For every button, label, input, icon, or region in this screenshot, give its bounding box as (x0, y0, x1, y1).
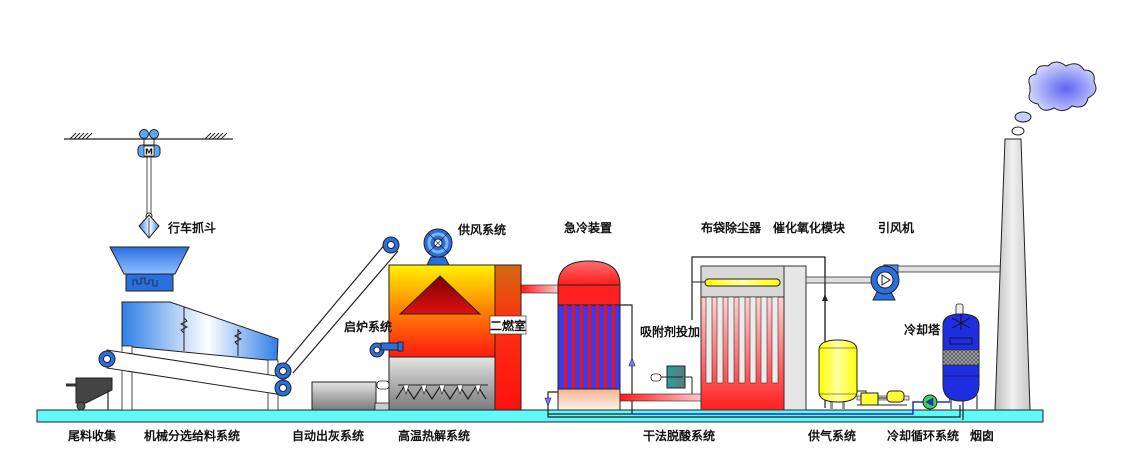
tailings-cart (66, 377, 113, 411)
pulse-header (704, 278, 781, 287)
chimney (994, 61, 1097, 411)
pyrolysis-furnace: 供风系统 二燃室 启炉系统 (344, 222, 527, 411)
label-startup-burner: 启炉系统 (344, 319, 392, 334)
system-label-cooling-loop: 冷却循环系统 (887, 428, 959, 443)
label-bag-filter: 布袋除尘器 (701, 220, 762, 235)
induced-draft-fan: 引风机 (870, 220, 1002, 301)
label-crane-grab: 行车抓斗 (167, 220, 216, 235)
label-adsorbent-dosing: 吸附剂投加 (640, 324, 700, 339)
floor-base (36, 409, 1044, 423)
compressor-icon (860, 392, 879, 406)
system-labels: 尾料收集 机械分选给料系统 自动出灰系统 高温热解系统 干法脱酸系统 供气系统 … (68, 428, 994, 443)
label-secondary-chamber: 二燃室 (490, 318, 526, 333)
system-label-gas-supply: 供气系统 (807, 428, 856, 443)
overhead-crane: M 行车抓斗 (64, 129, 233, 239)
material-pile (398, 275, 482, 315)
heat-exchange-tubes (564, 305, 615, 389)
feed-hopper (109, 246, 190, 292)
system-label-pyrolysis: 高温热解系统 (398, 428, 470, 443)
smoke-puff (1011, 126, 1025, 136)
vibrating-screen (121, 301, 279, 362)
air-receiver-tank (818, 339, 858, 403)
cooling-fill-media (942, 349, 980, 366)
gas-supply (818, 257, 910, 410)
crane-wheel-icon (139, 129, 149, 139)
system-label-tailings: 尾料收集 (68, 428, 117, 443)
system-label-dry-deacid: 干法脱酸系统 (643, 428, 715, 443)
label-quench: 急冷装置 (564, 220, 612, 235)
system-label-sorting-feed: 机械分选给料系统 (144, 428, 240, 443)
label-catalytic-oxidation: 催化氧化模块 (773, 220, 846, 235)
inclined-conveyor (274, 236, 400, 397)
smoke-cloud (1028, 61, 1097, 112)
smoke-puff (1014, 111, 1032, 123)
system-label-chimney: 烟囱 (970, 428, 994, 443)
label-air-supply: 供风系统 (457, 222, 506, 237)
ash-discharge-box (311, 381, 377, 411)
adsorbent-dosing: 吸附剂投加 (640, 324, 700, 394)
crane-wheel-icon (149, 129, 159, 139)
system-label-ash-discharge: 自动出灰系统 (292, 428, 364, 443)
secondary-chamber (494, 264, 522, 411)
crane-motor-mark: M (145, 148, 153, 157)
cooling-loop (547, 394, 961, 418)
filter-bags (705, 296, 779, 384)
label-induced-fan: 引风机 (878, 220, 914, 235)
cooling-tower: 冷却塔 (904, 303, 980, 420)
label-cooling-tower: 冷却塔 (904, 322, 941, 337)
quench-tower: 急冷装置 (544, 220, 636, 415)
